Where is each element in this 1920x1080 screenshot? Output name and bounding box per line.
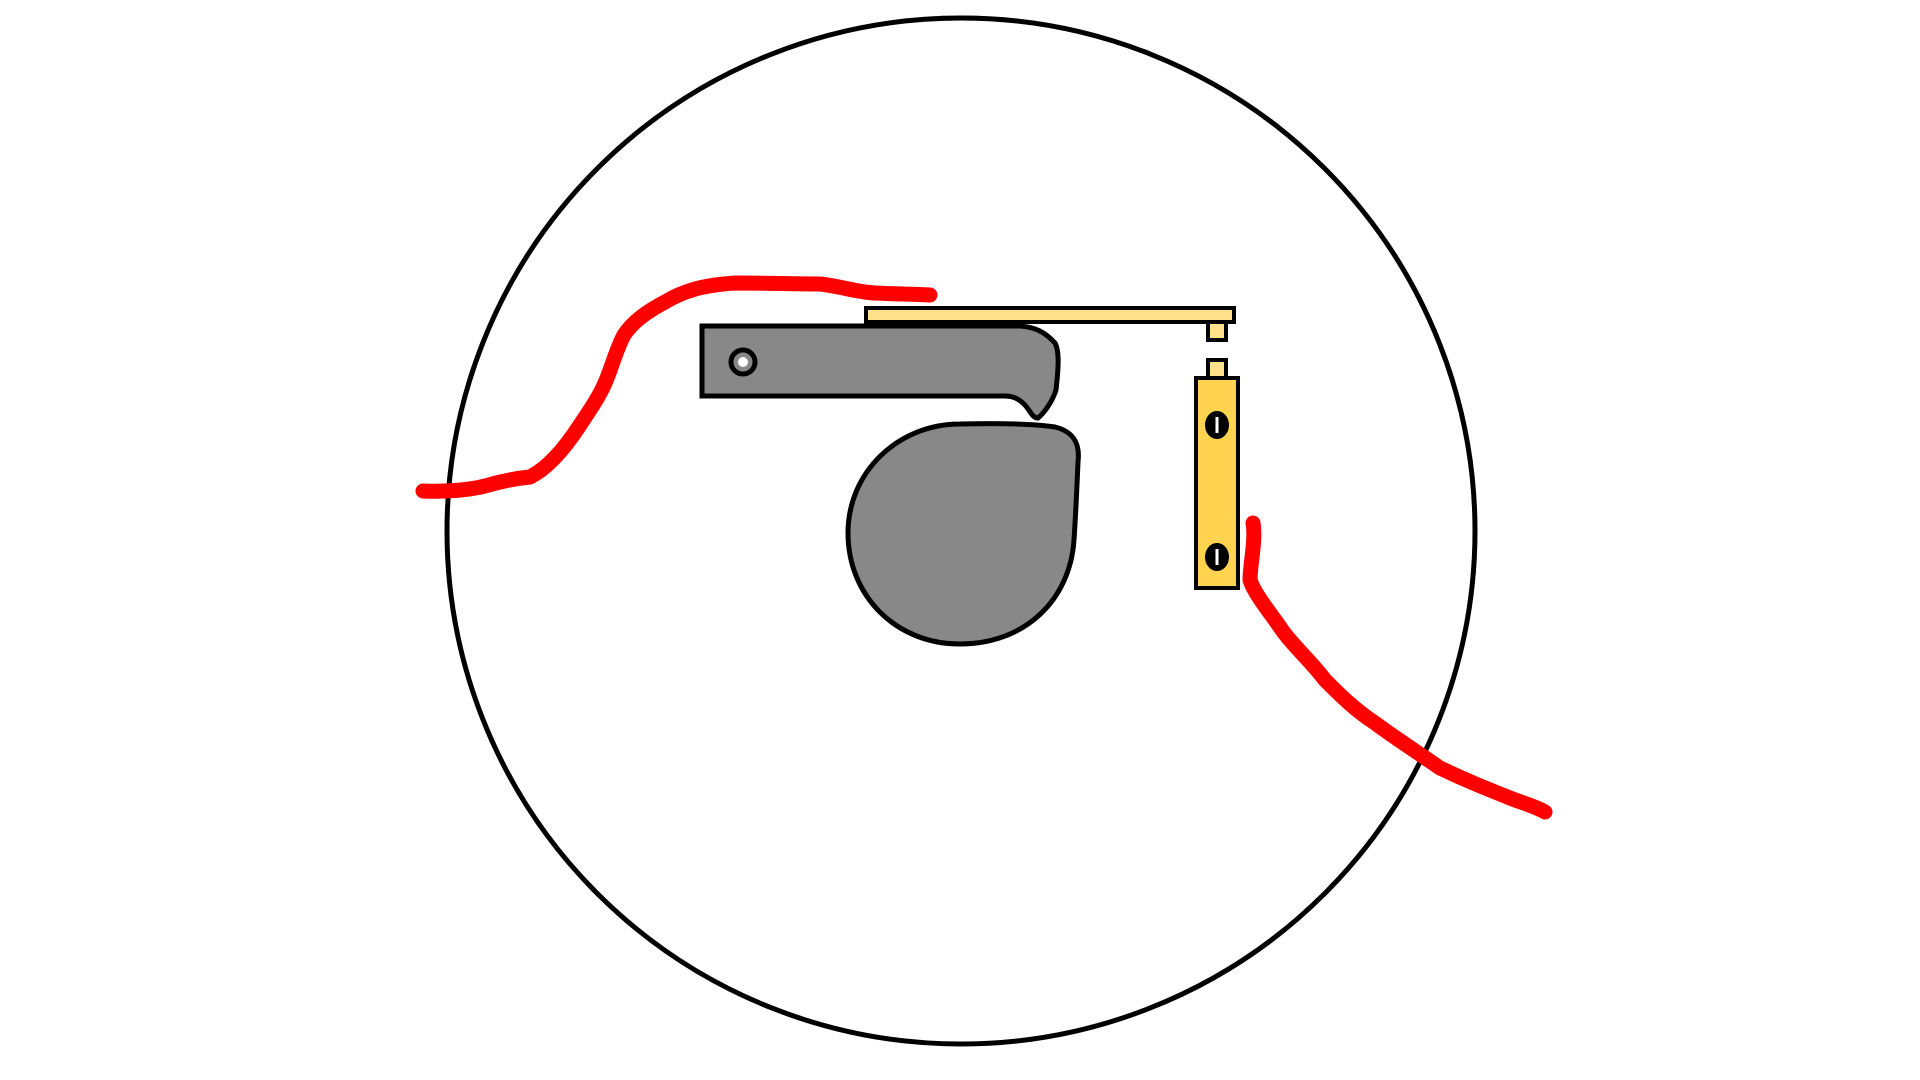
screw-icon xyxy=(1205,411,1229,439)
enclosure-circle xyxy=(444,15,1478,1047)
pivot-hole-icon xyxy=(728,347,758,377)
lever-arm xyxy=(699,323,1061,421)
spring-contact-strip xyxy=(864,306,1236,324)
red-lead-wire-left xyxy=(415,275,938,499)
screw-icon xyxy=(1205,543,1229,571)
red-lead-wire-right xyxy=(1242,515,1553,820)
upper-contact-point xyxy=(1206,320,1228,342)
lower-contact-point xyxy=(1206,358,1228,380)
cam xyxy=(845,421,1081,647)
